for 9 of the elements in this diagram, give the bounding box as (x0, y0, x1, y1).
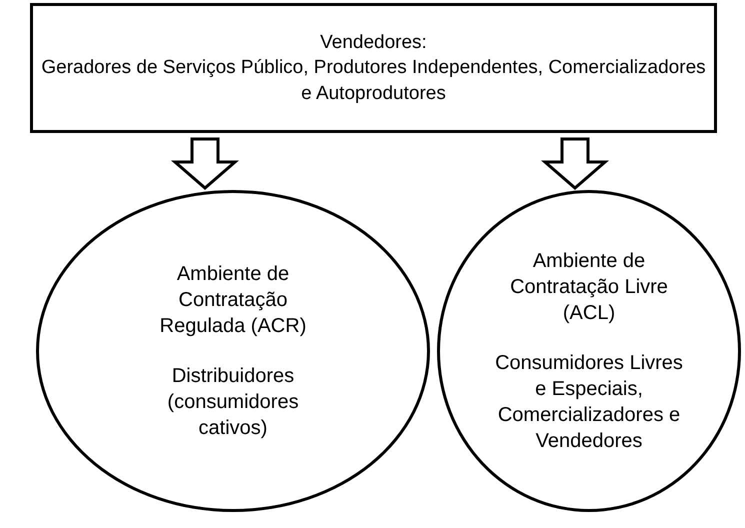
hollow-arrow (170, 138, 240, 190)
hollow-arrow (540, 138, 610, 190)
box-heading: Vendedores: (320, 30, 427, 55)
circle-text: Distribuidores (consumidores cativos) (166, 364, 300, 441)
process-box (30, 3, 717, 133)
circle-text: Ambiente de Contratação Regulada (ACR) (158, 262, 308, 339)
circle-text: Consumidores Livres e Especiais, Comercializadores e Vendedores (494, 351, 684, 454)
box-text: Geradores de Serviços Público, Produtores Independentes, Comercializadores e Autoprodutores (40, 56, 707, 106)
circle-text: Ambiente de Contratação Livre (ACL) (509, 249, 669, 326)
